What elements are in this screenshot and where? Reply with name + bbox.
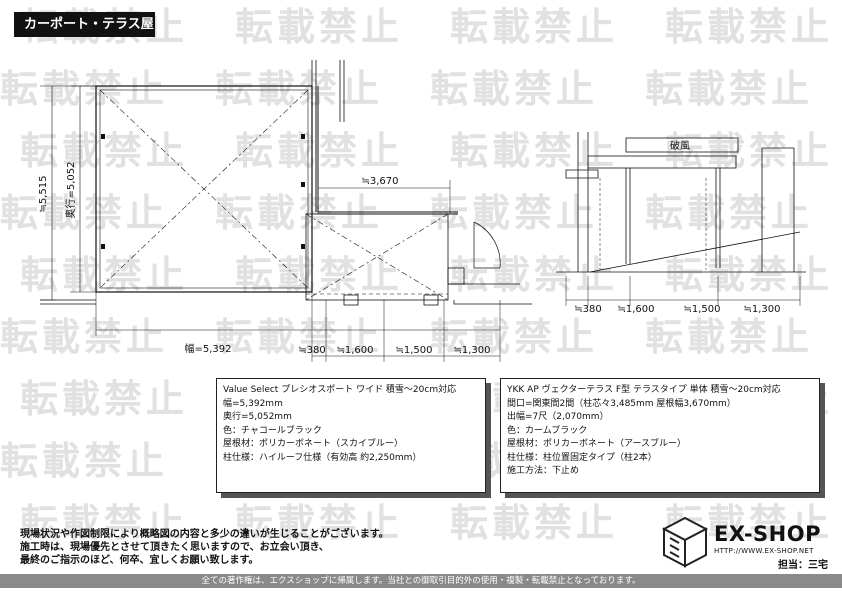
watermark-text: 転載禁止 bbox=[645, 67, 813, 111]
spec-line: 出幅=7尺（2,070mm） bbox=[507, 412, 609, 422]
spec-line: Value Select プレシオスポート ワイド 積雪～20cm対応 bbox=[223, 385, 457, 395]
carport-roof-outline bbox=[95, 85, 313, 293]
plan-dim-label: ≒380 bbox=[298, 345, 325, 356]
extension-lines bbox=[40, 85, 501, 362]
plan-dim-label: ≒1,500 bbox=[395, 345, 432, 356]
carport-roof-inner bbox=[99, 89, 309, 289]
spec-line: 色：カームブラック bbox=[507, 425, 588, 436]
cube-icon bbox=[661, 516, 709, 568]
spec-line: 幅=5,392mm bbox=[223, 398, 283, 409]
carport-spec-box: Value Select プレシオスポート ワイド 積雪～20cm対応 幅=5,… bbox=[216, 378, 486, 493]
carport-post bbox=[101, 134, 105, 139]
watermark-text: 転載禁止 bbox=[235, 501, 403, 545]
terrace-footing bbox=[343, 294, 359, 306]
watermark-text: 転載禁止 bbox=[430, 315, 598, 359]
extension-lines bbox=[565, 276, 801, 306]
spec-line: YKK AP ヴェクターテラス F型 テラスタイプ 単体 積雪～20cm対応 bbox=[507, 385, 781, 395]
logo-name: EX-SHOP bbox=[714, 522, 821, 546]
spec-line: 奥行=5,052mm bbox=[223, 412, 292, 422]
terrace-roof-beam bbox=[587, 155, 737, 169]
watermark-text: 転載禁止 bbox=[430, 191, 598, 235]
spec-line: 柱仕様：柱位置固定タイプ（柱2本） bbox=[507, 452, 657, 463]
terrace-spec-box: YKK AP ヴェクターテラス F型 テラスタイプ 単体 積雪～20cm対応 間… bbox=[500, 378, 820, 493]
note-line: 施工時は、現場優先とさせて頂きたく思いますので、お立会い頂き、 bbox=[20, 542, 329, 553]
wind-board-label: 破風 bbox=[670, 139, 690, 152]
carport-post bbox=[301, 182, 305, 187]
note-line: 最終のご指示のほど、何卒、宜しくお願い致します。 bbox=[20, 555, 259, 566]
spec-line: 柱仕様：ハイルーフ仕様（有効高 約2,250mm） bbox=[223, 452, 422, 463]
watermark-text: 転載禁止 bbox=[665, 5, 833, 49]
page-title: カーポート・テラス屋根 bbox=[14, 12, 155, 57]
plan-dim-label: ≒1,300 bbox=[453, 345, 490, 356]
house-wall bbox=[311, 60, 345, 122]
house-wall bbox=[577, 132, 589, 272]
carport-post bbox=[301, 244, 305, 249]
watermark-text: 転載禁止 bbox=[665, 253, 833, 297]
watermark-text: 転載禁止 bbox=[665, 129, 833, 173]
terrace-roof-outline bbox=[305, 213, 449, 301]
plan-dim-label: ≒1,600 bbox=[336, 345, 373, 356]
watermark-text: 転載禁止 bbox=[215, 67, 383, 111]
carport-diagonal bbox=[99, 89, 309, 289]
watermark-text: 転載禁止 bbox=[450, 253, 618, 297]
elevation-dim-label: ≒1,500 bbox=[683, 304, 720, 315]
terrace-post bbox=[715, 168, 721, 268]
elevation-dim-label: ≒1,600 bbox=[617, 304, 654, 315]
spec-line: 施工方法：下止め bbox=[507, 466, 580, 476]
terrace-footing bbox=[423, 294, 439, 306]
watermark-text: 転載禁止 bbox=[645, 315, 813, 359]
note-line: 現場状況や作図制限により概略図の内容と多少の違いが生じることがございます。 bbox=[20, 529, 389, 540]
watermark-text: 転載禁止 bbox=[0, 315, 168, 359]
wind-board bbox=[625, 137, 739, 153]
carport-side bbox=[761, 147, 795, 272]
elevation-dim-label: ≒380 bbox=[574, 304, 601, 315]
watermark-text: 転載禁止 bbox=[235, 129, 403, 173]
logo-url: HTTP://WWW.EX-SHOP.NET bbox=[714, 547, 814, 555]
spec-line: 色：チャコールブラック bbox=[223, 425, 322, 436]
door bbox=[473, 221, 501, 269]
watermark-text: 転載禁止 bbox=[0, 191, 168, 235]
person-in-charge: 担当：三宅 bbox=[778, 560, 828, 571]
spec-line: 屋根材：ポリカーボネート（アースブルー） bbox=[507, 439, 687, 449]
terrace-post bbox=[625, 168, 631, 264]
slope-line bbox=[589, 231, 801, 273]
watermark-text: 転載禁止 bbox=[20, 253, 188, 297]
watermark-text: 転載禁止 bbox=[430, 67, 598, 111]
watermark-text: 転載禁止 bbox=[235, 5, 403, 49]
carport-post bbox=[101, 244, 105, 249]
watermark-text: 転載禁止 bbox=[20, 377, 188, 421]
notes: 現場状況や作図制限により概略図の内容と多少の違いが生じることがございます。 施工… bbox=[20, 528, 389, 567]
watermark-text: 転載禁止 bbox=[450, 5, 618, 49]
terrace-width-label: ≒3,670 bbox=[361, 176, 398, 187]
elevation-dashed bbox=[599, 178, 707, 270]
width-label: 幅=5,392 bbox=[184, 342, 231, 355]
watermark-text: 転載禁止 bbox=[450, 129, 618, 173]
depth-total-label: ≒5,515 bbox=[38, 175, 49, 212]
spec-line: 屋根材：ポリカーボネート（スカイブルー） bbox=[223, 439, 404, 449]
watermark-text: 転載禁止 bbox=[215, 191, 383, 235]
watermark-text: 転載禁止 bbox=[0, 67, 168, 111]
watermark-text: 転載禁止 bbox=[450, 501, 618, 545]
company-logo: EX-SHOP HTTP://WWW.EX-SHOP.NET bbox=[660, 514, 830, 570]
depth-label: 奥行=5,052 bbox=[64, 161, 77, 218]
watermark-text: 転載禁止 bbox=[645, 191, 813, 235]
copyright-footer: 全ての著作権は、エクスショップに帰属します。当社との御取引目的外の使用・複製・転… bbox=[0, 574, 842, 588]
gutter bbox=[565, 169, 599, 179]
carport-post bbox=[301, 134, 305, 139]
watermark-text: 転載禁止 bbox=[215, 315, 383, 359]
watermark-text: 転載禁止 bbox=[0, 439, 168, 483]
watermark-text: 転載禁止 bbox=[20, 501, 188, 545]
spec-line: 間口=関東間2間（柱芯々3,485mm 屋根幅3,670mm） bbox=[507, 398, 736, 409]
elevation-dim-label: ≒1,300 bbox=[743, 304, 780, 315]
